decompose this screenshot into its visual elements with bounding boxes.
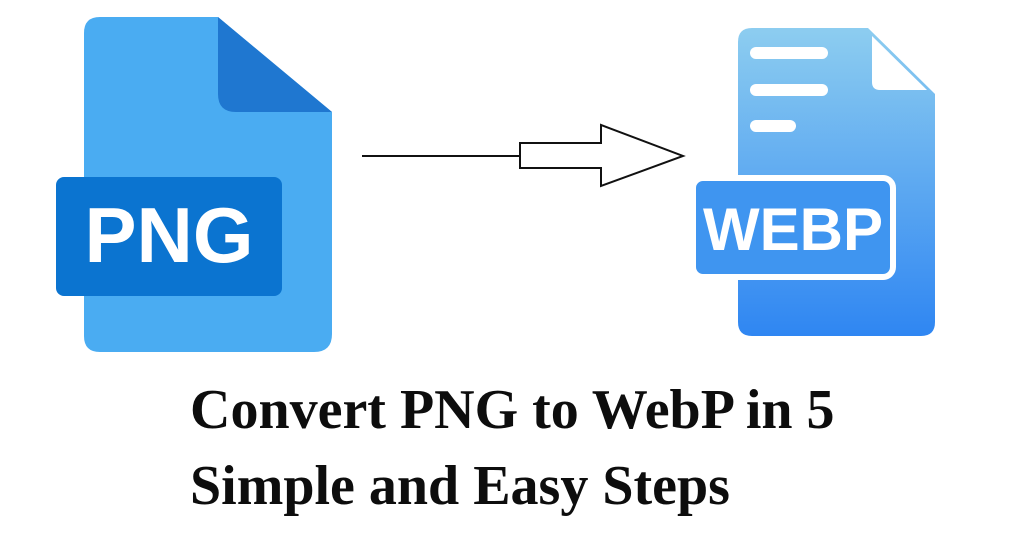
png-badge-label: PNG <box>84 191 253 279</box>
png-file-icon: PNG <box>56 17 332 352</box>
webp-text-line-2 <box>750 84 828 96</box>
png-file-fold <box>218 17 332 112</box>
headline-line-2: Simple and Easy Steps <box>190 455 730 517</box>
webp-file-fold <box>872 36 927 90</box>
webp-text-line-3 <box>750 120 796 132</box>
arrow-head <box>519 123 686 188</box>
page-title: Convert PNG to WebP in 5 Simple and Easy… <box>190 372 990 524</box>
webp-text-line-1 <box>750 47 828 59</box>
convert-arrow-icon <box>362 123 686 188</box>
webp-file-icon: WEBP <box>690 28 935 336</box>
headline-line-1: Convert PNG to WebP in 5 <box>190 379 835 441</box>
webp-badge-label: WEBP <box>703 196 883 263</box>
png-badge <box>56 177 282 296</box>
webp-badge <box>690 175 896 280</box>
